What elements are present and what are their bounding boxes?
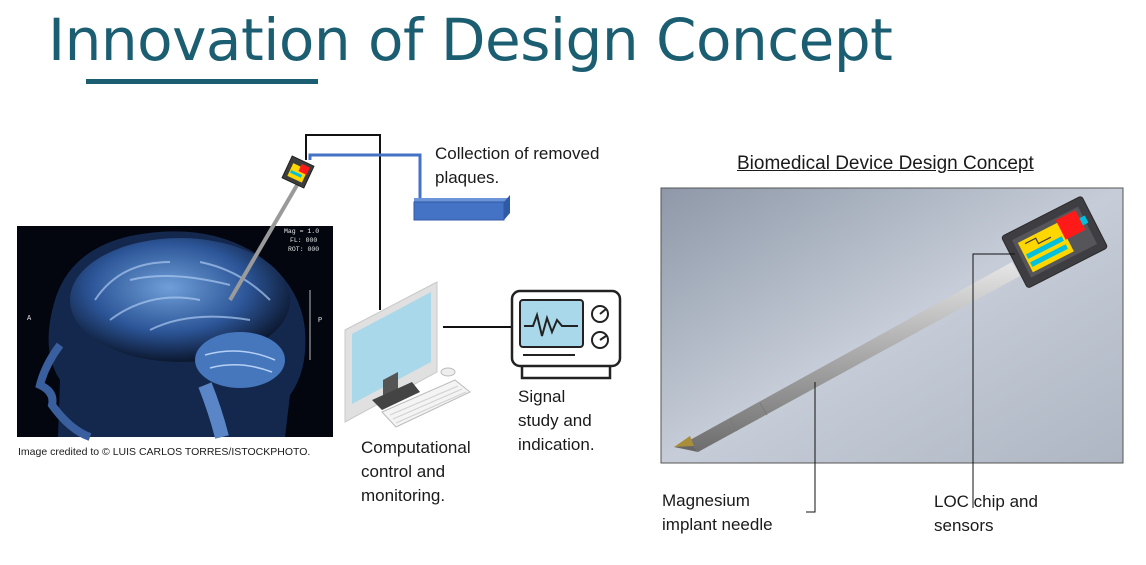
loc-chip-icon xyxy=(1001,196,1108,288)
mri-brain-image: Mag = 1.0 FL: 000 ROT: 000 A P xyxy=(17,226,333,441)
chip-label: LOC chip and sensors xyxy=(934,492,1038,535)
needle-label: Magnesium implant needle xyxy=(662,491,773,534)
computer-icon xyxy=(344,281,471,428)
signal-label: Signal study and indication. xyxy=(518,387,595,454)
svg-text:A: A xyxy=(27,315,32,323)
left-chip-icon xyxy=(281,155,315,189)
needle-callout-line xyxy=(806,382,816,513)
left-needle xyxy=(228,178,302,302)
control-wire xyxy=(305,134,381,310)
signal-monitor-icon xyxy=(510,289,622,380)
mri-rot-text: ROT: 000 xyxy=(288,246,319,253)
plaque-tube xyxy=(308,153,422,198)
device-concept-title: Biomedical Device Design Concept xyxy=(737,153,1034,174)
computer-label: Computational control and monitoring. xyxy=(361,438,471,505)
image-credit: Image credited to © LUIS CARLOS TORRES/I… xyxy=(18,446,311,458)
title-underline xyxy=(86,79,318,84)
mri-fl-text: FL: 000 xyxy=(290,237,317,244)
device-render-image xyxy=(660,187,1124,464)
mri-mag-text: Mag = 1.0 xyxy=(284,228,319,235)
plaques-label: Collection of removed plaques. xyxy=(435,144,600,187)
page-title: Innovation of Design Concept xyxy=(48,6,893,74)
chip-callout-line xyxy=(972,253,1015,508)
plaque-collection-tray xyxy=(413,195,510,221)
svg-text:P: P xyxy=(318,317,322,325)
